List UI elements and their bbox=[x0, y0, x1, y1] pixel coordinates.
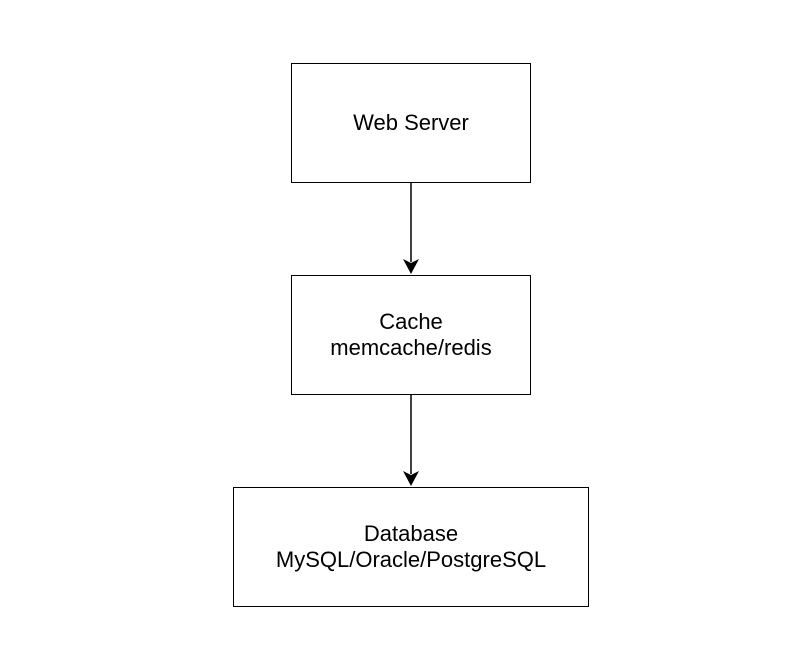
database-technologies: MySQL/Oracle/PostgreSQL bbox=[275, 547, 547, 572]
cache-title: Cache bbox=[379, 309, 443, 334]
cache-technologies: memcache/redis bbox=[330, 335, 492, 360]
web-server-node: Web Server bbox=[291, 63, 531, 183]
database-node: Database MySQL/Oracle/PostgreSQL bbox=[233, 487, 589, 607]
database-title: Database bbox=[363, 521, 459, 546]
web-server-label: Web Server bbox=[353, 110, 469, 135]
cache-node: Cache memcache/redis bbox=[291, 275, 531, 395]
arrow-web-to-cache bbox=[403, 183, 419, 274]
arrow-cache-to-database bbox=[403, 395, 419, 486]
